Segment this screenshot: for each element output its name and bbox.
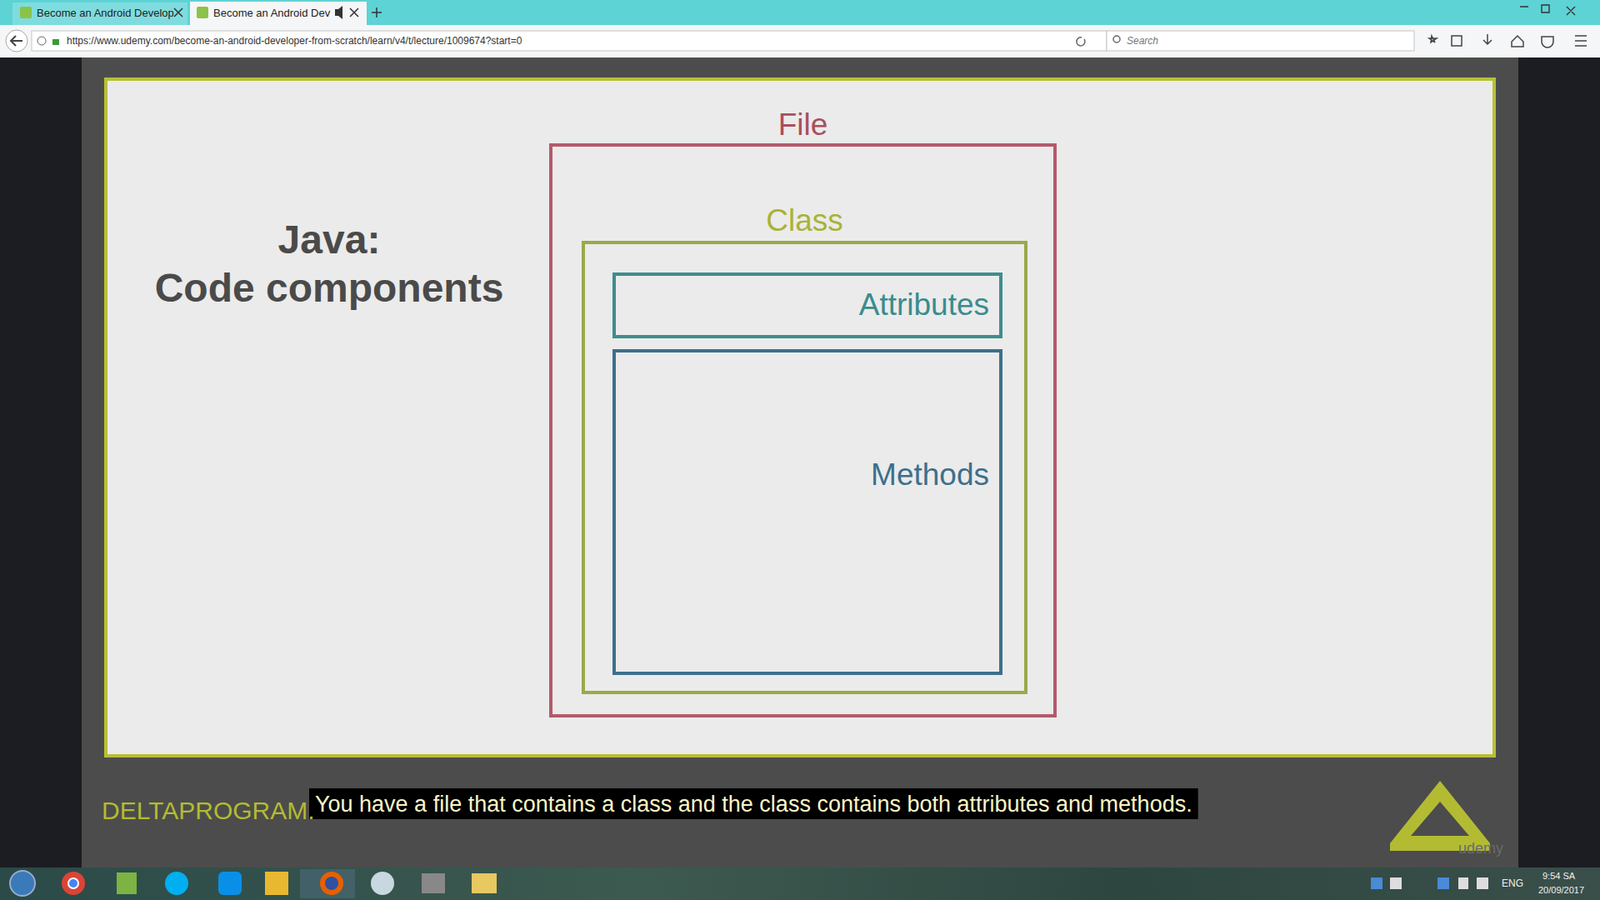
lock-icon [52, 39, 60, 45]
udemy-logo [1390, 780, 1490, 844]
close-icon [350, 8, 359, 17]
reload-icon [1076, 37, 1085, 46]
url-box [31, 30, 1107, 51]
active-tab [190, 1, 367, 25]
box-heading: File [552, 106, 1054, 144]
close-icon [174, 8, 183, 17]
subtitle-text: You have a file that contains a class an… [315, 790, 1193, 818]
taskbar [0, 867, 1600, 900]
slide-title: Java: [140, 215, 518, 265]
search-box [1106, 30, 1415, 51]
url-text: https://www.udemy.com/become-an-android-… [66, 35, 522, 47]
slide-frame: AttributesMethods Class FileJava:Code comp… [104, 77, 1496, 758]
speaker-icon [335, 5, 343, 20]
nav-bar [0, 25, 1600, 58]
attributes-box: Attributes [612, 272, 1003, 339]
tab-icon [196, 6, 209, 19]
slide-title: Code components [140, 264, 518, 313]
taskbar-icons [10, 869, 1489, 899]
methods-box: Methods [612, 349, 1003, 675]
tab-title: Become an Android Develop [36, 6, 175, 20]
search-placeholder: Search [1126, 35, 1159, 47]
box-label: Attributes [615, 286, 1000, 324]
window-buttons [1520, 5, 1575, 15]
tab-icon [20, 6, 32, 19]
tab [12, 2, 188, 25]
box-label: Methods [615, 456, 1000, 494]
class-box: AttributesMethodsClass [581, 240, 1028, 695]
info-icon [37, 36, 46, 45]
new-tab-icon [371, 7, 382, 18]
back-arrow [10, 35, 23, 46]
box-heading: Class [585, 202, 1025, 240]
logo-watermark: udemy [1458, 839, 1504, 858]
language-indicator: ENG [1501, 877, 1524, 890]
clock-time: 9:54 SA [1542, 870, 1575, 882]
back-button [5, 30, 28, 52]
video-area [81, 57, 1519, 868]
clock-date: 20/09/2017 [1538, 885, 1585, 896]
brand-watermark: DELTAPROGRAM. [101, 795, 315, 826]
tab-title: Become an Android Dev [213, 6, 330, 20]
file-box: AttributesMethodsClassFile [549, 143, 1057, 718]
search-icon [1113, 35, 1120, 43]
subtitle-ground [309, 788, 1199, 820]
tab-bar [0, 0, 1600, 25]
toolbar-icons [1429, 34, 1587, 48]
